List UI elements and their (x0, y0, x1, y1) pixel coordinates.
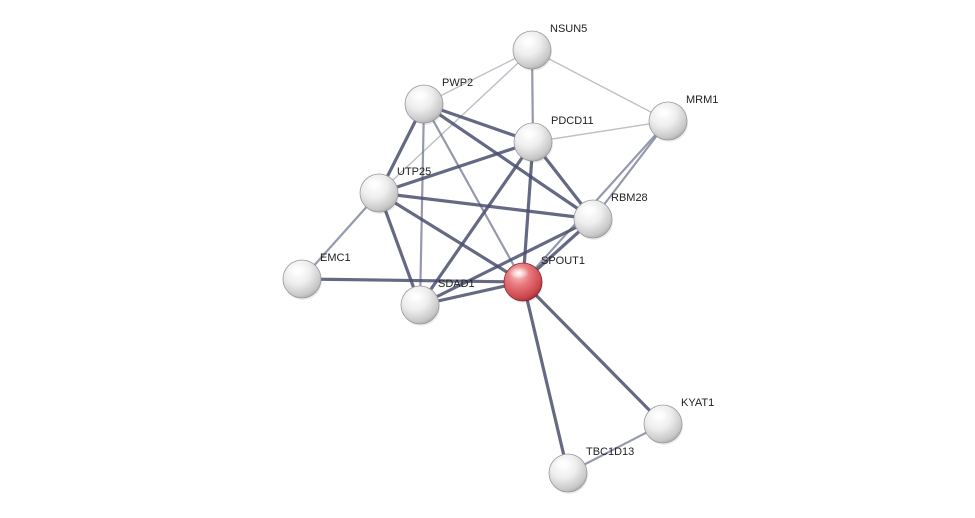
edge-mrm1-rbm28[interactable] (591, 119, 670, 221)
node-highlight (410, 89, 430, 101)
node-label-nsun5: NSUN5 (550, 23, 587, 35)
node-highlight (519, 127, 539, 139)
node-highlight (518, 35, 538, 47)
edge-nsun5-utp25[interactable] (378, 49, 533, 194)
node-highlight (579, 204, 599, 216)
node-highlight (554, 458, 574, 470)
node-pdcd11[interactable]: PDCD11 (513, 115, 594, 163)
node-tbc1d13[interactable]: TBC1D13 (548, 446, 634, 494)
edge-utp25-sdad1[interactable] (377, 191, 422, 307)
edge-spout1-tbc1d13[interactable] (521, 280, 570, 475)
edge-pwp2-sdad1[interactable] (418, 102, 426, 307)
node-highlight (649, 409, 669, 421)
node-highlight (406, 290, 426, 302)
edge-layer (300, 48, 670, 475)
node-rbm28[interactable]: RBM28 (573, 192, 648, 240)
node-mrm1[interactable]: MRM1 (648, 94, 718, 142)
node-label-spout1: SPOUT1 (541, 255, 585, 267)
node-highlight (365, 178, 385, 190)
node-label-pdcd11: PDCD11 (551, 115, 594, 127)
node-spout1[interactable]: SPOUT1 (503, 255, 585, 303)
node-pwp2[interactable]: PWP2 (404, 77, 473, 125)
node-kyat1[interactable]: KYAT1 (643, 397, 714, 445)
edge-rbm28-sdad1[interactable] (418, 217, 595, 307)
node-label-rbm28: RBM28 (611, 192, 648, 204)
edge-spout1-kyat1[interactable] (521, 280, 665, 426)
node-nsun5[interactable]: NSUN5 (512, 23, 587, 71)
node-emc1[interactable]: EMC1 (282, 252, 351, 300)
node-label-tbc1d13: TBC1D13 (586, 446, 634, 458)
node-highlight (509, 267, 529, 279)
node-label-emc1: EMC1 (320, 252, 351, 264)
edge-pdcd11-sdad1[interactable] (418, 140, 535, 307)
node-label-kyat1: KYAT1 (681, 397, 714, 409)
node-label-pwp2: PWP2 (442, 77, 473, 89)
node-highlight (654, 106, 674, 118)
edge-nsun5-pwp2[interactable] (423, 49, 533, 105)
node-sdad1[interactable]: SDAD1 (400, 278, 475, 326)
edge-pwp2-rbm28[interactable] (422, 102, 595, 221)
node-label-utp25: UTP25 (397, 166, 431, 178)
node-label-sdad1: SDAD1 (438, 278, 475, 290)
edge-emc1-spout1[interactable] (300, 277, 525, 284)
node-highlight (288, 264, 308, 276)
edge-pdcd11-utp25[interactable] (377, 140, 535, 195)
edge-mrm1-pdcd11[interactable] (532, 120, 669, 143)
edge-pwp2-spout1[interactable] (422, 102, 525, 284)
edge-utp25-rbm28[interactable] (377, 191, 595, 221)
edge-nsun5-mrm1[interactable] (531, 49, 669, 122)
node-label-mrm1: MRM1 (686, 94, 718, 106)
node-utp25[interactable]: UTP25 (359, 166, 431, 214)
